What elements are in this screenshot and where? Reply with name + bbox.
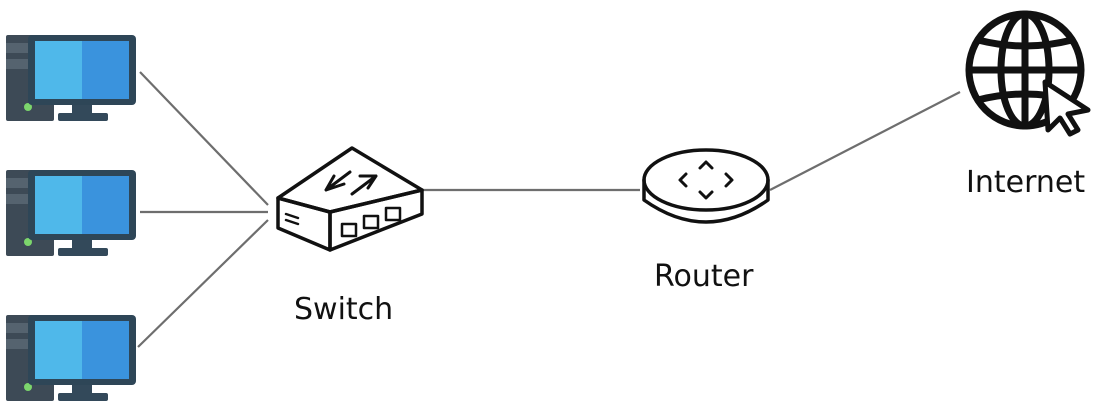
desktop-computer-icon	[6, 35, 136, 121]
router-label: Router	[654, 259, 754, 294]
link-pc1-switch	[139, 71, 269, 206]
router-icon	[642, 148, 770, 224]
switch-label: Switch	[294, 292, 394, 327]
network-switch-icon	[276, 146, 424, 252]
desktop-computer-icon	[6, 315, 136, 401]
links	[137, 71, 961, 348]
internet-label: Internet	[966, 165, 1086, 200]
link-pc3-switch	[137, 219, 269, 348]
cursor-icon	[1042, 79, 1091, 137]
globe-cursor-icon	[965, 10, 1085, 130]
desktop-computer-icon	[6, 170, 136, 256]
link-router-internet	[769, 91, 961, 191]
